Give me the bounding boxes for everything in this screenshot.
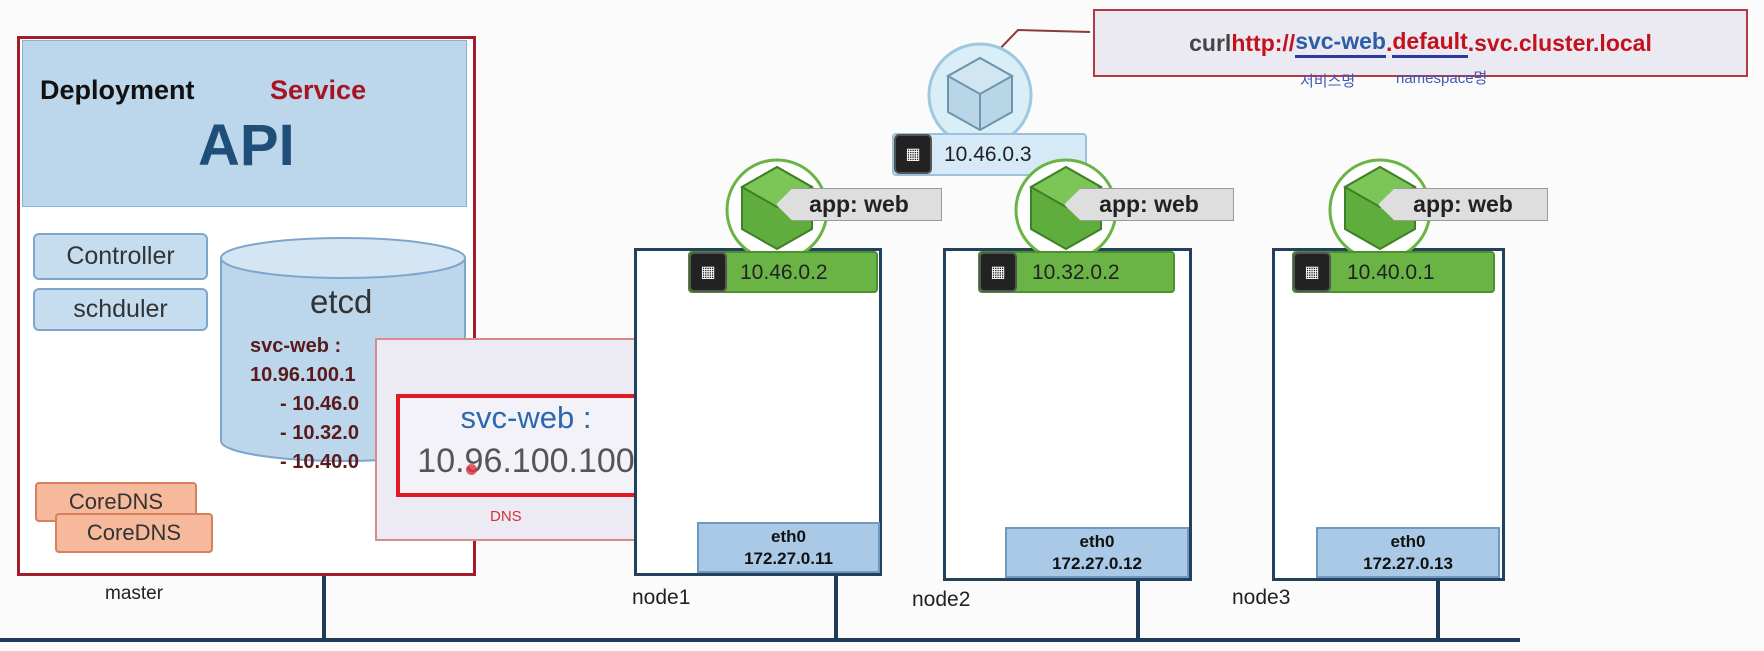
eth-name: eth0: [1390, 532, 1426, 551]
api-label: API: [198, 113, 295, 178]
eth-name: eth0: [771, 527, 806, 546]
coredns-box: CoreDNS: [55, 513, 213, 553]
curl-dot: .: [1385, 29, 1393, 56]
pod-icon: [1328, 158, 1432, 262]
curl-prefix: curl: [1189, 29, 1232, 56]
etcd-line: svc-web :: [250, 335, 342, 357]
eth-name: eth0: [1079, 532, 1115, 551]
api-server-box: [22, 40, 467, 207]
dns-service-name: svc-web :: [460, 400, 592, 435]
curl-suffix: .svc.cluster.local: [1467, 29, 1652, 56]
node-label: node2: [912, 588, 971, 611]
service-name-note: 서비스명: [1300, 73, 1356, 90]
network-icon: ▦: [894, 134, 932, 174]
worker-node-1: [634, 248, 882, 576]
dns-caption: DNS: [490, 508, 522, 525]
master-label: master: [105, 583, 164, 604]
client-pod-icon: [927, 42, 1033, 148]
curl-scheme: http://: [1231, 29, 1296, 56]
pod-icon: [1014, 158, 1118, 262]
eth0-interface: eth0 172.27.0.11: [697, 522, 880, 573]
client-pod-ip: 10.46.0.3: [944, 143, 1032, 166]
curl-command: curl http:// svc-web . default .svc.clus…: [1093, 9, 1748, 77]
curl-namespace: default: [1392, 28, 1468, 58]
etcd-line: - 10.32.0: [280, 422, 359, 444]
etcd-title: etcd: [310, 283, 373, 320]
scheduler-box: schduler: [33, 288, 208, 331]
eth0-interface: eth0 172.27.0.12: [1005, 527, 1189, 578]
node-label: node1: [632, 586, 691, 609]
etcd-line: - 10.40.0: [280, 451, 359, 473]
service-label: Service: [270, 75, 367, 105]
worker-node-2: [943, 248, 1192, 581]
eth-ip: 172.27.0.11: [744, 549, 833, 568]
etcd-line: - 10.46.0: [280, 393, 359, 415]
pod-label-tag: app: web: [1064, 188, 1234, 221]
network-icon: ▦: [1293, 252, 1331, 292]
deployment-label: Deployment: [40, 75, 195, 105]
pod-label-tag: app: web: [776, 188, 942, 221]
eth-ip: 172.27.0.12: [1052, 554, 1142, 573]
pod-label-tag: app: web: [1378, 188, 1548, 221]
curl-service: svc-web: [1295, 28, 1386, 58]
worker-node-3: [1272, 248, 1505, 581]
dns-service-ip: 10.96.100.100: [417, 442, 635, 480]
pod-ip: 10.32.0.2: [1032, 261, 1120, 284]
network-icon: ▦: [689, 252, 727, 292]
etcd-line: 10.96.100.1: [250, 364, 356, 386]
pod-icon: [725, 158, 829, 262]
eth0-interface: eth0 172.27.0.13: [1316, 527, 1500, 578]
node-label: node3: [1232, 586, 1291, 609]
eth-ip: 172.27.0.13: [1363, 554, 1453, 573]
controller-box: Controller: [33, 233, 208, 280]
pod-ip: 10.46.0.2: [740, 261, 828, 284]
cursor-dot: [466, 464, 477, 475]
network-icon: ▦: [979, 252, 1017, 292]
namespace-note: namespace명: [1396, 70, 1488, 87]
pod-ip: 10.40.0.1: [1347, 261, 1435, 284]
